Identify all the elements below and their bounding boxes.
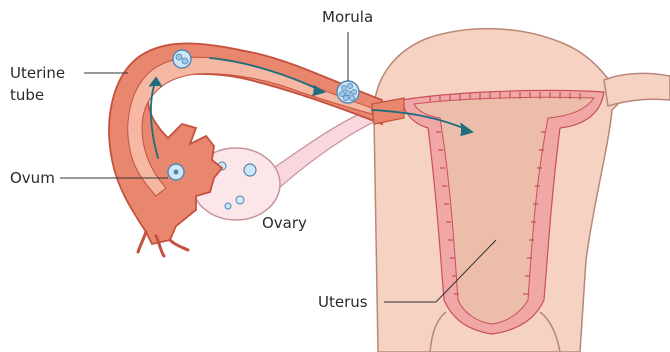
label-uterine-tube-line2: tube	[10, 86, 44, 104]
zygote-cell	[173, 50, 191, 68]
ovary-follicle	[225, 203, 231, 209]
label-uterine-tube-line1: Uterine	[10, 64, 65, 82]
label-morula: Morula	[322, 8, 373, 26]
label-ovum: Ovum	[10, 169, 55, 187]
ovum-cell	[168, 164, 184, 180]
label-uterus: Uterus	[318, 293, 368, 311]
morula-cell	[337, 81, 359, 103]
right-uterine-tube-stub	[604, 73, 670, 106]
ovary-follicle	[236, 196, 244, 204]
label-ovary: Ovary	[262, 214, 307, 232]
ovary-follicle	[244, 164, 256, 176]
